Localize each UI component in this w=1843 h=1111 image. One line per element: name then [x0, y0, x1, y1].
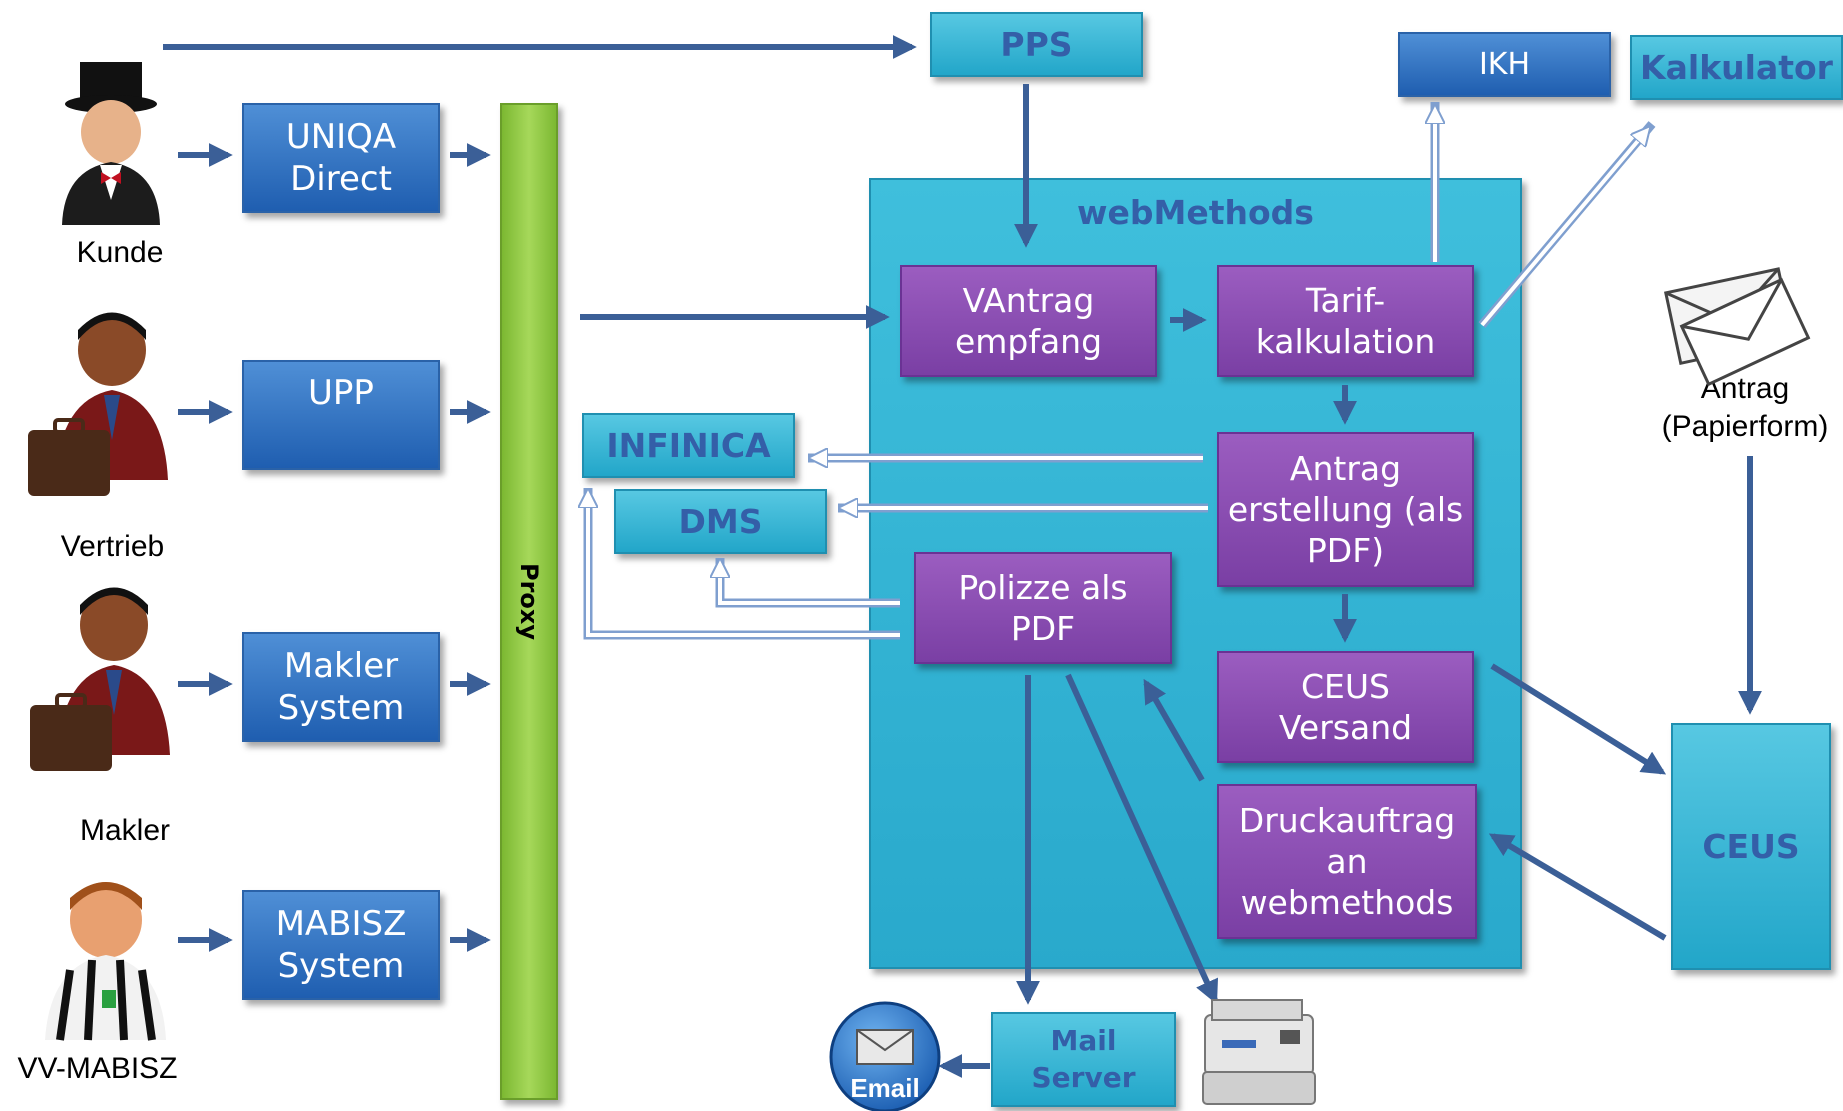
printer-icon [1202, 999, 1316, 1105]
actor-label-vvmabisz: VV-MABISZ [17, 1052, 178, 1085]
mail-server-label-1: Mail [1050, 1024, 1117, 1058]
polizze-label-2: PDF [1010, 609, 1076, 648]
makler-system-box: Makler System [242, 632, 440, 742]
arrow-polizze-printer [1065, 673, 1219, 1005]
druck-label-1: Druckauftrag [1238, 800, 1456, 840]
actor-label-kunde: Kunde [76, 236, 164, 269]
ceus-versand-label-2: Versand [1278, 708, 1413, 747]
antragerstellung-box: Antrag erstellung (als PDF) [1217, 432, 1474, 587]
mabisz-system-box: MABISZ System [242, 890, 440, 1000]
arrow-polizze-dms [720, 562, 900, 605]
upp-box: UPP [242, 360, 440, 470]
pps-box: PPS [930, 12, 1143, 77]
uniqa-label-1: UNIQA [285, 116, 397, 157]
vertrieb-person-icon [28, 312, 168, 496]
dms-label: DMS [678, 501, 763, 541]
ikh-label: IKH [1478, 46, 1531, 82]
dms-box: DMS [614, 489, 827, 554]
arrow-polizze-infinica [588, 492, 900, 637]
ceus-label: CEUS [1702, 826, 1800, 866]
actor-label-makler: Makler [79, 814, 170, 847]
arrow-ceusv-ceus [1490, 663, 1667, 775]
druck-label-2: an [1326, 841, 1368, 881]
paper-mail-envelope-icon [1664, 267, 1811, 387]
antrag-label-2: erstellung (als [1227, 489, 1464, 529]
proxy-bar: Proxy [500, 103, 558, 1100]
ceus-box: CEUS [1671, 723, 1831, 970]
infinica-box: INFINICA [582, 413, 795, 478]
vantrag-label-2: empfang [954, 322, 1103, 361]
mabisz-label-1: MABISZ [275, 903, 407, 944]
proxy-label: Proxy [515, 562, 543, 641]
kalkulator-label: Kalkulator [1640, 47, 1833, 87]
antrag-label-3: PDF) [1306, 531, 1385, 571]
actor-label-vertrieb: Vertrieb [60, 530, 165, 563]
email-icon-label: Email [850, 1073, 919, 1103]
arrow-ceus-druck [1488, 833, 1667, 941]
tarif-label-1: Tarif- [1305, 280, 1386, 320]
mabisz-label-2: System [277, 946, 405, 986]
ceus-versand-label-1: CEUS [1301, 666, 1390, 706]
vantrag-label-1: VAntrag [962, 280, 1095, 320]
druckauftrag-box: Druckauftrag an webmethods [1217, 784, 1477, 939]
kalkulator-box: Kalkulator [1630, 35, 1843, 100]
mail-server-label-2: Server [1031, 1060, 1136, 1094]
upp-label: UPP [308, 373, 374, 413]
makler-person-icon [30, 587, 170, 771]
pps-label: PPS [1000, 24, 1073, 64]
makler-system-label-2: System [277, 688, 405, 728]
uniqa-direct-box: UNIQA Direct [242, 103, 440, 213]
polizze-label-1: Polizze als [958, 567, 1128, 607]
ikh-box: IKH [1398, 32, 1611, 97]
infinica-label: INFINICA [606, 425, 771, 465]
mail-server-box: Mail Server [991, 1012, 1176, 1107]
vantrag-empfang-box: VAntrag empfang [900, 265, 1157, 377]
arrow-druck-polizze [1143, 678, 1205, 782]
tarif-label-2: kalkulation [1255, 322, 1436, 361]
paper-form-label-2: (Papierform) [1661, 409, 1829, 443]
email-icon: Email [829, 1001, 941, 1111]
druck-label-3: webmethods [1240, 883, 1454, 923]
kunde-person-icon [62, 62, 160, 225]
webmethods-title: webMethods [1077, 193, 1314, 232]
uniqa-label-2: Direct [290, 159, 392, 199]
vvmabisz-person-icon [45, 882, 166, 1041]
makler-system-label-1: Makler [283, 645, 399, 686]
ceus-versand-box: CEUS Versand [1217, 651, 1474, 763]
polizze-pdf-box: Polizze als PDF [914, 552, 1172, 664]
tarifkalkulation-box: Tarif- kalkulation [1217, 265, 1474, 377]
arrow-tarif-kalkulator [1480, 129, 1648, 327]
antrag-label-1: Antrag [1289, 448, 1402, 488]
